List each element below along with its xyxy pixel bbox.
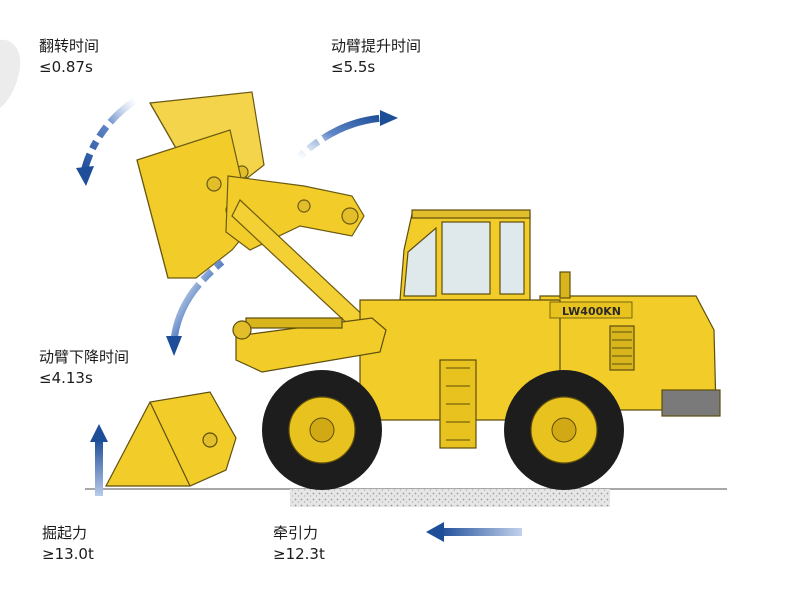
raised-boom-arm [225, 175, 367, 329]
spec-boom-lower-time-value: ≤4.13s [39, 369, 93, 387]
spec-boom-raise-time: 动臂提升时间 ≤5.5s [331, 36, 421, 78]
spec-breakout-force-name: 掘起力 [42, 524, 88, 542]
spec-breakout-force-value: ≥13.0t [42, 545, 94, 563]
breakout-force-arrow [90, 424, 108, 496]
dump-rotation-arrow [76, 97, 138, 186]
spec-traction-force-value: ≥12.3t [273, 545, 325, 563]
spec-breakout-force: 掘起力 ≥13.0t [42, 523, 94, 565]
model-badge: LW400KN [562, 305, 621, 318]
spec-dump-time-name: 翻转时间 [39, 37, 100, 55]
rear-wheel [504, 370, 624, 490]
loader-body [105, 209, 721, 487]
boom-raise-arrow [295, 110, 398, 161]
spec-boom-lower-time: 动臂下降时间 ≤4.13s [39, 347, 129, 389]
traction-force-arrow [426, 522, 522, 542]
watermark-shape [0, 39, 21, 108]
spec-boom-lower-time-name: 动臂下降时间 [39, 348, 130, 366]
spec-traction-force: 牵引力 ≥12.3t [273, 523, 325, 565]
ground-gravel [290, 489, 610, 507]
model-badge-plate [549, 301, 633, 319]
raised-bucket-carry [136, 129, 253, 279]
spec-dump-time: 翻转时间 ≤0.87s [39, 36, 99, 78]
front-wheel [262, 370, 382, 490]
spec-boom-raise-time-value: ≤5.5s [331, 58, 376, 76]
boom-lower-arrow [166, 259, 225, 356]
spec-dump-time-value: ≤0.87s [39, 58, 93, 76]
spec-traction-force-name: 牵引力 [273, 524, 319, 542]
spec-boom-raise-time-name: 动臂提升时间 [331, 37, 422, 55]
